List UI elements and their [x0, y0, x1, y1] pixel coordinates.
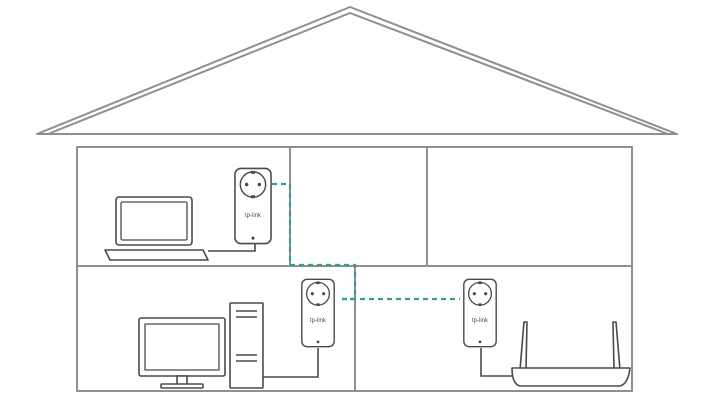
powerline-adapter-downstairs-right: tp-link [463, 278, 497, 348]
powerline-adapter-upstairs: tp-link [234, 167, 272, 245]
ethernet-cables [208, 243, 516, 378]
desktop-tower-icon [229, 302, 264, 389]
laptop-cable [208, 243, 256, 252]
powerline-links [272, 182, 460, 301]
house-outline [36, 6, 678, 392]
router-cable [480, 348, 516, 377]
adapter-brand-label: tp-link [310, 318, 327, 324]
wifi-router-icon [511, 321, 631, 387]
powerline-adapter-downstairs-left: tp-link [301, 278, 335, 348]
laptop-icon [104, 196, 209, 261]
desktop-cable [262, 348, 319, 378]
adapter-brand-label: tp-link [472, 318, 489, 324]
roof [36, 6, 678, 135]
desktop-monitor-icon [138, 317, 226, 389]
adapter-brand-label: tp-link [245, 213, 262, 219]
